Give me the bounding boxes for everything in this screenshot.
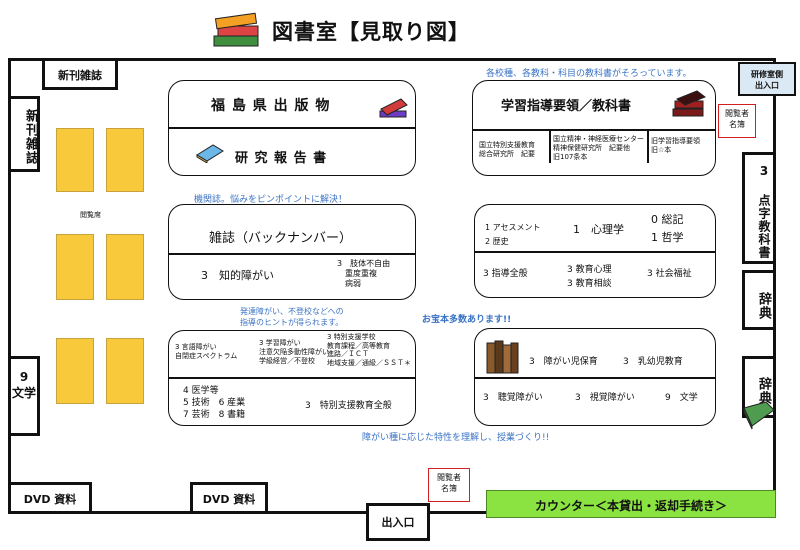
intellectual-disability-label: 3 知的障がい [201, 269, 274, 282]
curriculum-guidelines-title: 学習指導要領／教科書 [501, 99, 632, 114]
old-guidelines: 旧学習指導要領 旧☆本 [651, 137, 700, 154]
literature-label: 9 文学 [8, 356, 40, 436]
dictionary-label-1: 辞典 [742, 270, 776, 330]
development-note: 発達障がい、不登校などへの 指導のヒントが得られます。 [240, 307, 344, 327]
reading-desk [106, 234, 144, 300]
page-title: 図書室【見取り図】 [272, 20, 470, 44]
page-title-area: 図書室【見取り図】 [210, 6, 530, 50]
lesson-caption: 障がい種に応じた特性を理解し、授業づくり!! [362, 433, 550, 443]
early-childhood-label: 3 乳幼児教育 [623, 357, 683, 367]
visitor-log-top: 閲覧者 名簿 [718, 104, 756, 138]
research-reports-label: 研 究 報 告 書 [235, 151, 328, 166]
red-book-icon [379, 98, 408, 118]
reading-desk [56, 234, 94, 300]
dvd-middle-label: DVD 資料 [190, 482, 268, 514]
medical-technical-arts-label: 4 医学等 5 技術 6 産業 7 芸術 8 書籍 [183, 386, 246, 420]
fukushima-publications-title: 福 島 県 出 版 物 [211, 98, 331, 114]
disabled-childcare-label: 3 障がい児保育 [529, 357, 598, 367]
psychology-label: 1 心理学 [573, 223, 624, 236]
shelf-disability-education: 3 障がい児保育 3 乳幼児教育 3 聴覚障がい 3 視覚障がい 9 文学 [474, 328, 716, 426]
physical-disability-label: 3 肢体不自由 重度重複 病弱 [337, 259, 391, 288]
visual-impairment-label: 3 視覚障がい [575, 393, 635, 403]
shelf-magazine-backnumbers: 雑誌（バックナンバー） 3 知的障がい 3 肢体不自由 重度重複 病弱 [168, 204, 416, 300]
general-philosophy-label: 0 総記 1 哲学 [651, 213, 684, 244]
speech-autism-label: 3 言語障がい 自閉症スペクトラム [175, 343, 238, 360]
blue-book-icon [196, 144, 224, 163]
textbook-note: 各校種、各教科・科目の教科書がそろっています。 [486, 69, 692, 79]
shelf-curriculum-guidelines: 学習指導要領／教科書 国立特別支援教育 総合研究所 紀要 国立精神・神経医療セン… [472, 80, 716, 176]
reading-desk [106, 338, 144, 404]
assessment-history-label: 1 アセスメント 2 歴史 [485, 223, 541, 246]
treasure-note: お宝本多数あります!! [422, 315, 512, 325]
ncnp-bulletin: 国立精神・神経医療センター 精神保健研究所 紀要他 旧107条本 [553, 135, 644, 161]
learning-disability-label: 3 学習障がい 注意欠陥多動性障がい 学級経営／不登校 [259, 339, 329, 365]
braille-textbooks-label: 3 点字教科書 [742, 152, 776, 264]
books-stack-icon [213, 12, 259, 47]
nise-bulletin: 国立特別支援教育 総合研究所 紀要 [479, 141, 535, 158]
new-magazines-label: 新刊雑誌 [42, 58, 118, 90]
visitor-log-bottom: 閲覧者 名簿 [428, 468, 470, 502]
reading-desk [106, 128, 144, 192]
old-books-icon [486, 340, 519, 374]
shelf-fukushima-publications: 福 島 県 出 版 物 研 究 報 告 書 [168, 80, 416, 176]
social-welfare-label: 3 社会福祉 [647, 269, 692, 279]
dark-books-icon [672, 90, 707, 117]
special-education-general-label: 3 特別支援教育全般 [305, 401, 392, 411]
entrance-label: 出入口 [366, 503, 430, 541]
literature-shelf-label: 9 文学 [665, 393, 698, 403]
new-magazines-wall-label: 新刊雑誌 [8, 96, 40, 172]
educational-psychology-label: 3 教育心理 3 教育相談 [567, 265, 612, 289]
reading-desk [56, 338, 94, 404]
counter-label: カウンター＜本貸出・返却手続き＞ [486, 490, 776, 518]
magazine-backnumbers-title: 雑誌（バックナンバー） [209, 231, 353, 246]
shelf-psychology: 1 アセスメント 2 歴史 1 心理学 0 総記 1 哲学 3 指導全般 3 教… [474, 204, 716, 298]
dvd-left-label: DVD 資料 [8, 482, 92, 514]
hearing-impairment-label: 3 聴覚障がい [483, 393, 543, 403]
special-school-label: 3 特別支援学校 教育課程／高等教育 進路／ＩＣＴ 地域支援／通級／ＳＳＴ＊ [327, 333, 411, 367]
guidance-general-label: 3 指導全般 [483, 269, 528, 279]
reading-seats-label: 閲覧席 [80, 211, 101, 219]
reading-desk [56, 128, 94, 192]
workshop-entrance-label: 研修室側 出入口 [738, 62, 796, 96]
shelf-developmental-disabilities: 3 言語障がい 自閉症スペクトラム 3 学習障がい 注意欠陥多動性障がい 学級経… [168, 330, 416, 426]
green-book-icon [743, 401, 775, 430]
magazine-note: 機関誌。悩みをピンポイントに解決！ [194, 195, 348, 205]
